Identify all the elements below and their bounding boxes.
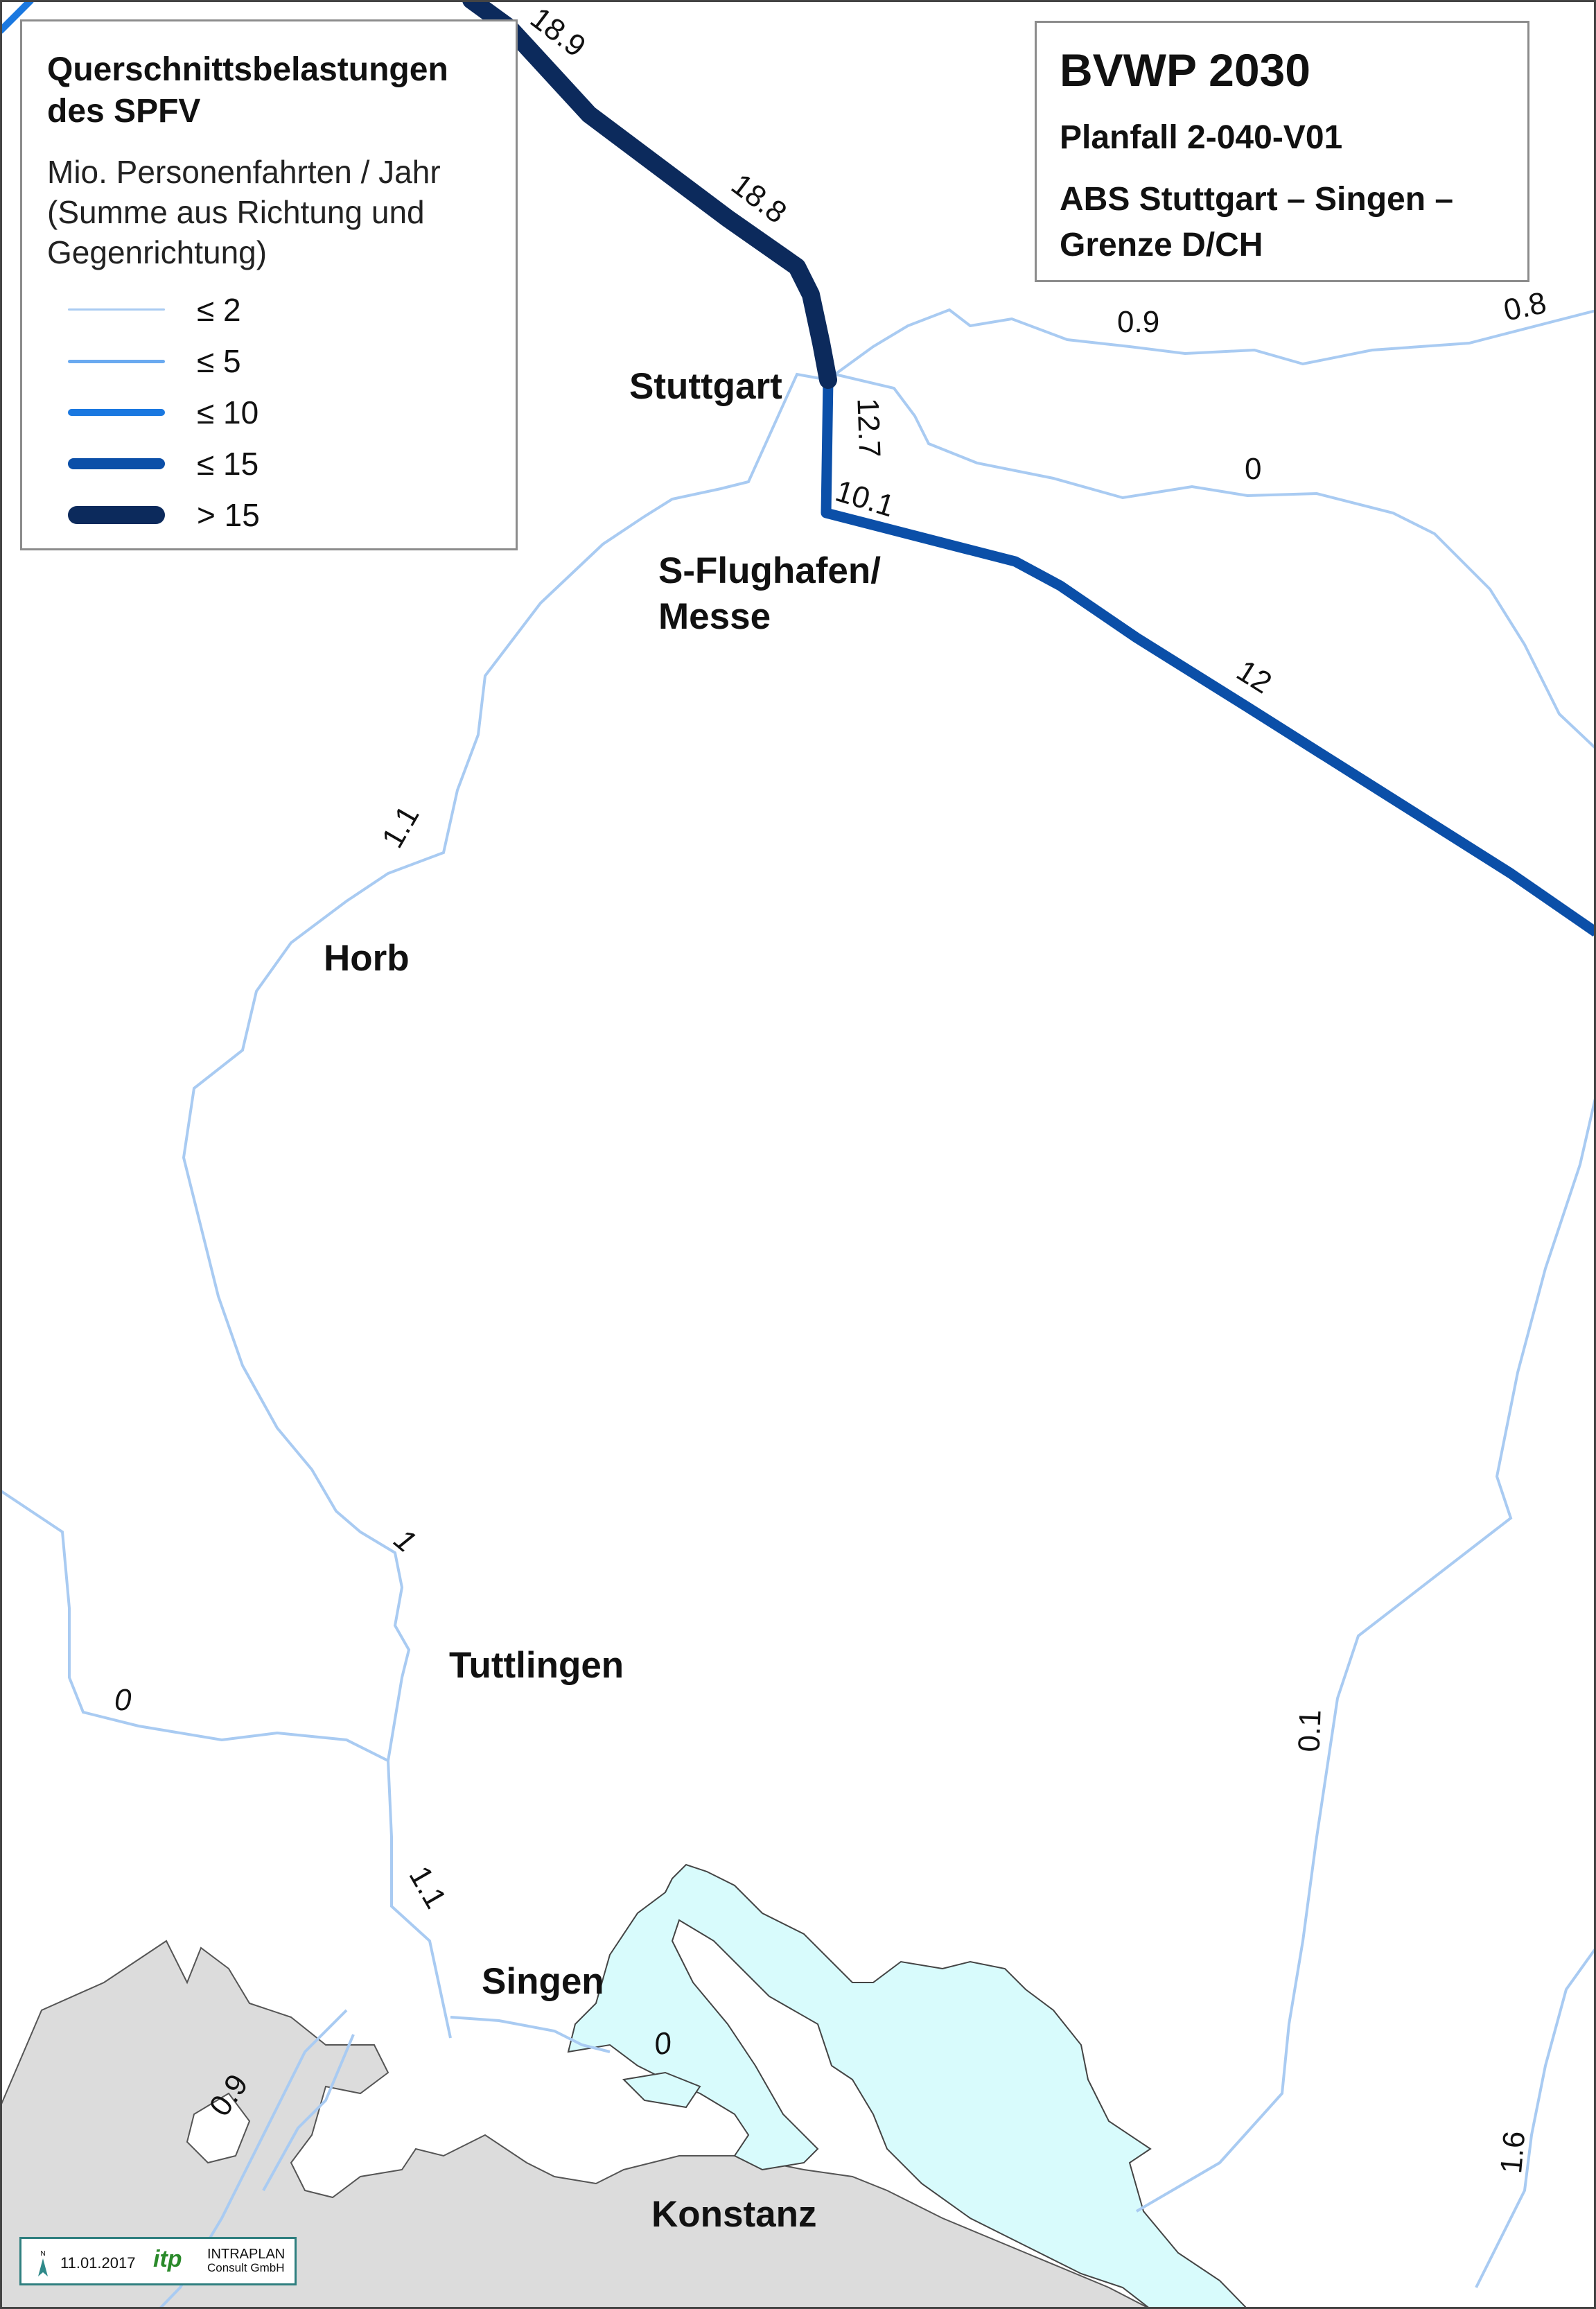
value-label: 0.9	[1117, 305, 1160, 339]
value-label: 0	[114, 1683, 132, 1717]
legend-label: ≤ 2	[197, 292, 241, 328]
legend-subtitle-2: (Summe aus Richtung und	[47, 194, 425, 230]
legend-row: ≤ 2	[47, 289, 491, 331]
city-label-tuttlingen: Tuttlingen	[449, 1645, 624, 1686]
company-name-line2: Consult GmbH	[207, 2261, 285, 2274]
legend-subtitle-3: Gegenrichtung)	[47, 234, 268, 270]
company-name: INTRAPLAN Consult GmbH	[207, 2247, 285, 2275]
city-label-messe: Messe	[658, 596, 771, 637]
legend-swatch	[68, 308, 165, 311]
city-label-horb: Horb	[324, 938, 410, 979]
map-date: 11.01.2017	[60, 2254, 136, 2272]
value-label: 0.1	[1292, 1709, 1328, 1753]
map-title: BVWP 2030	[1060, 44, 1310, 96]
map-legend: Querschnittsbelastungen des SPFV Mio. Pe…	[20, 19, 518, 550]
city-label-stuttgart: Stuttgart	[629, 366, 782, 407]
legend-title: Querschnittsbelastungen	[47, 51, 448, 88]
map-project: ABS Stuttgart – Singen – Grenze D/CH	[1060, 181, 1454, 263]
node-stuttgart	[821, 373, 835, 387]
legend-title-2: des SPFV	[47, 93, 201, 130]
legend-row: ≤ 5	[47, 340, 491, 382]
legend-swatch	[68, 409, 165, 416]
network-lines-thin	[0, 308, 1596, 2309]
city-label-singen: Singen	[482, 1961, 604, 2002]
network-line-strong	[821, 379, 1596, 937]
north-arrow-icon: N	[38, 2250, 48, 2276]
company-logo: itp	[153, 2246, 182, 2272]
legend-row: ≤ 15	[47, 443, 491, 485]
value-label: 12.7	[850, 397, 887, 458]
legend-row: > 15	[47, 494, 491, 536]
city-label-konstanz: Konstanz	[651, 2194, 817, 2235]
territory-gap	[186, 2092, 251, 2164]
credits-box: N 11.01.2017 itp INTRAPLAN Consult GmbH	[19, 2237, 297, 2285]
north-label: N	[40, 2250, 45, 2258]
legend-label: ≤ 10	[197, 394, 259, 430]
legend-label: ≤ 15	[197, 446, 259, 482]
legend-label: ≤ 5	[197, 343, 241, 379]
legend-swatch	[68, 458, 165, 469]
value-label: 1.6	[1494, 2129, 1532, 2175]
legend-label: > 15	[197, 497, 260, 533]
value-label: 0	[1245, 452, 1262, 486]
lake-inner-island	[622, 2071, 701, 2109]
network-line-heavy	[462, 0, 837, 389]
legend-subtitle: Mio. Personenfahrten / Jahr	[47, 154, 441, 190]
legend-row: ≤ 10	[47, 392, 491, 433]
map-subtitle: Planfall 2-040-V01	[1060, 119, 1343, 156]
city-label-flughafen: S-Flughafen/	[658, 550, 881, 591]
lake-constance	[567, 1863, 1249, 2309]
company-name-line1: INTRAPLAN	[207, 2247, 286, 2262]
network-line-medium	[0, 0, 34, 34]
legend-swatch	[68, 360, 165, 363]
foreign-territory	[0, 1940, 1151, 2309]
title-box: BVWP 2030 Planfall 2-040-V01 ABS Stuttga…	[1035, 21, 1529, 282]
legend-swatch	[68, 506, 165, 524]
